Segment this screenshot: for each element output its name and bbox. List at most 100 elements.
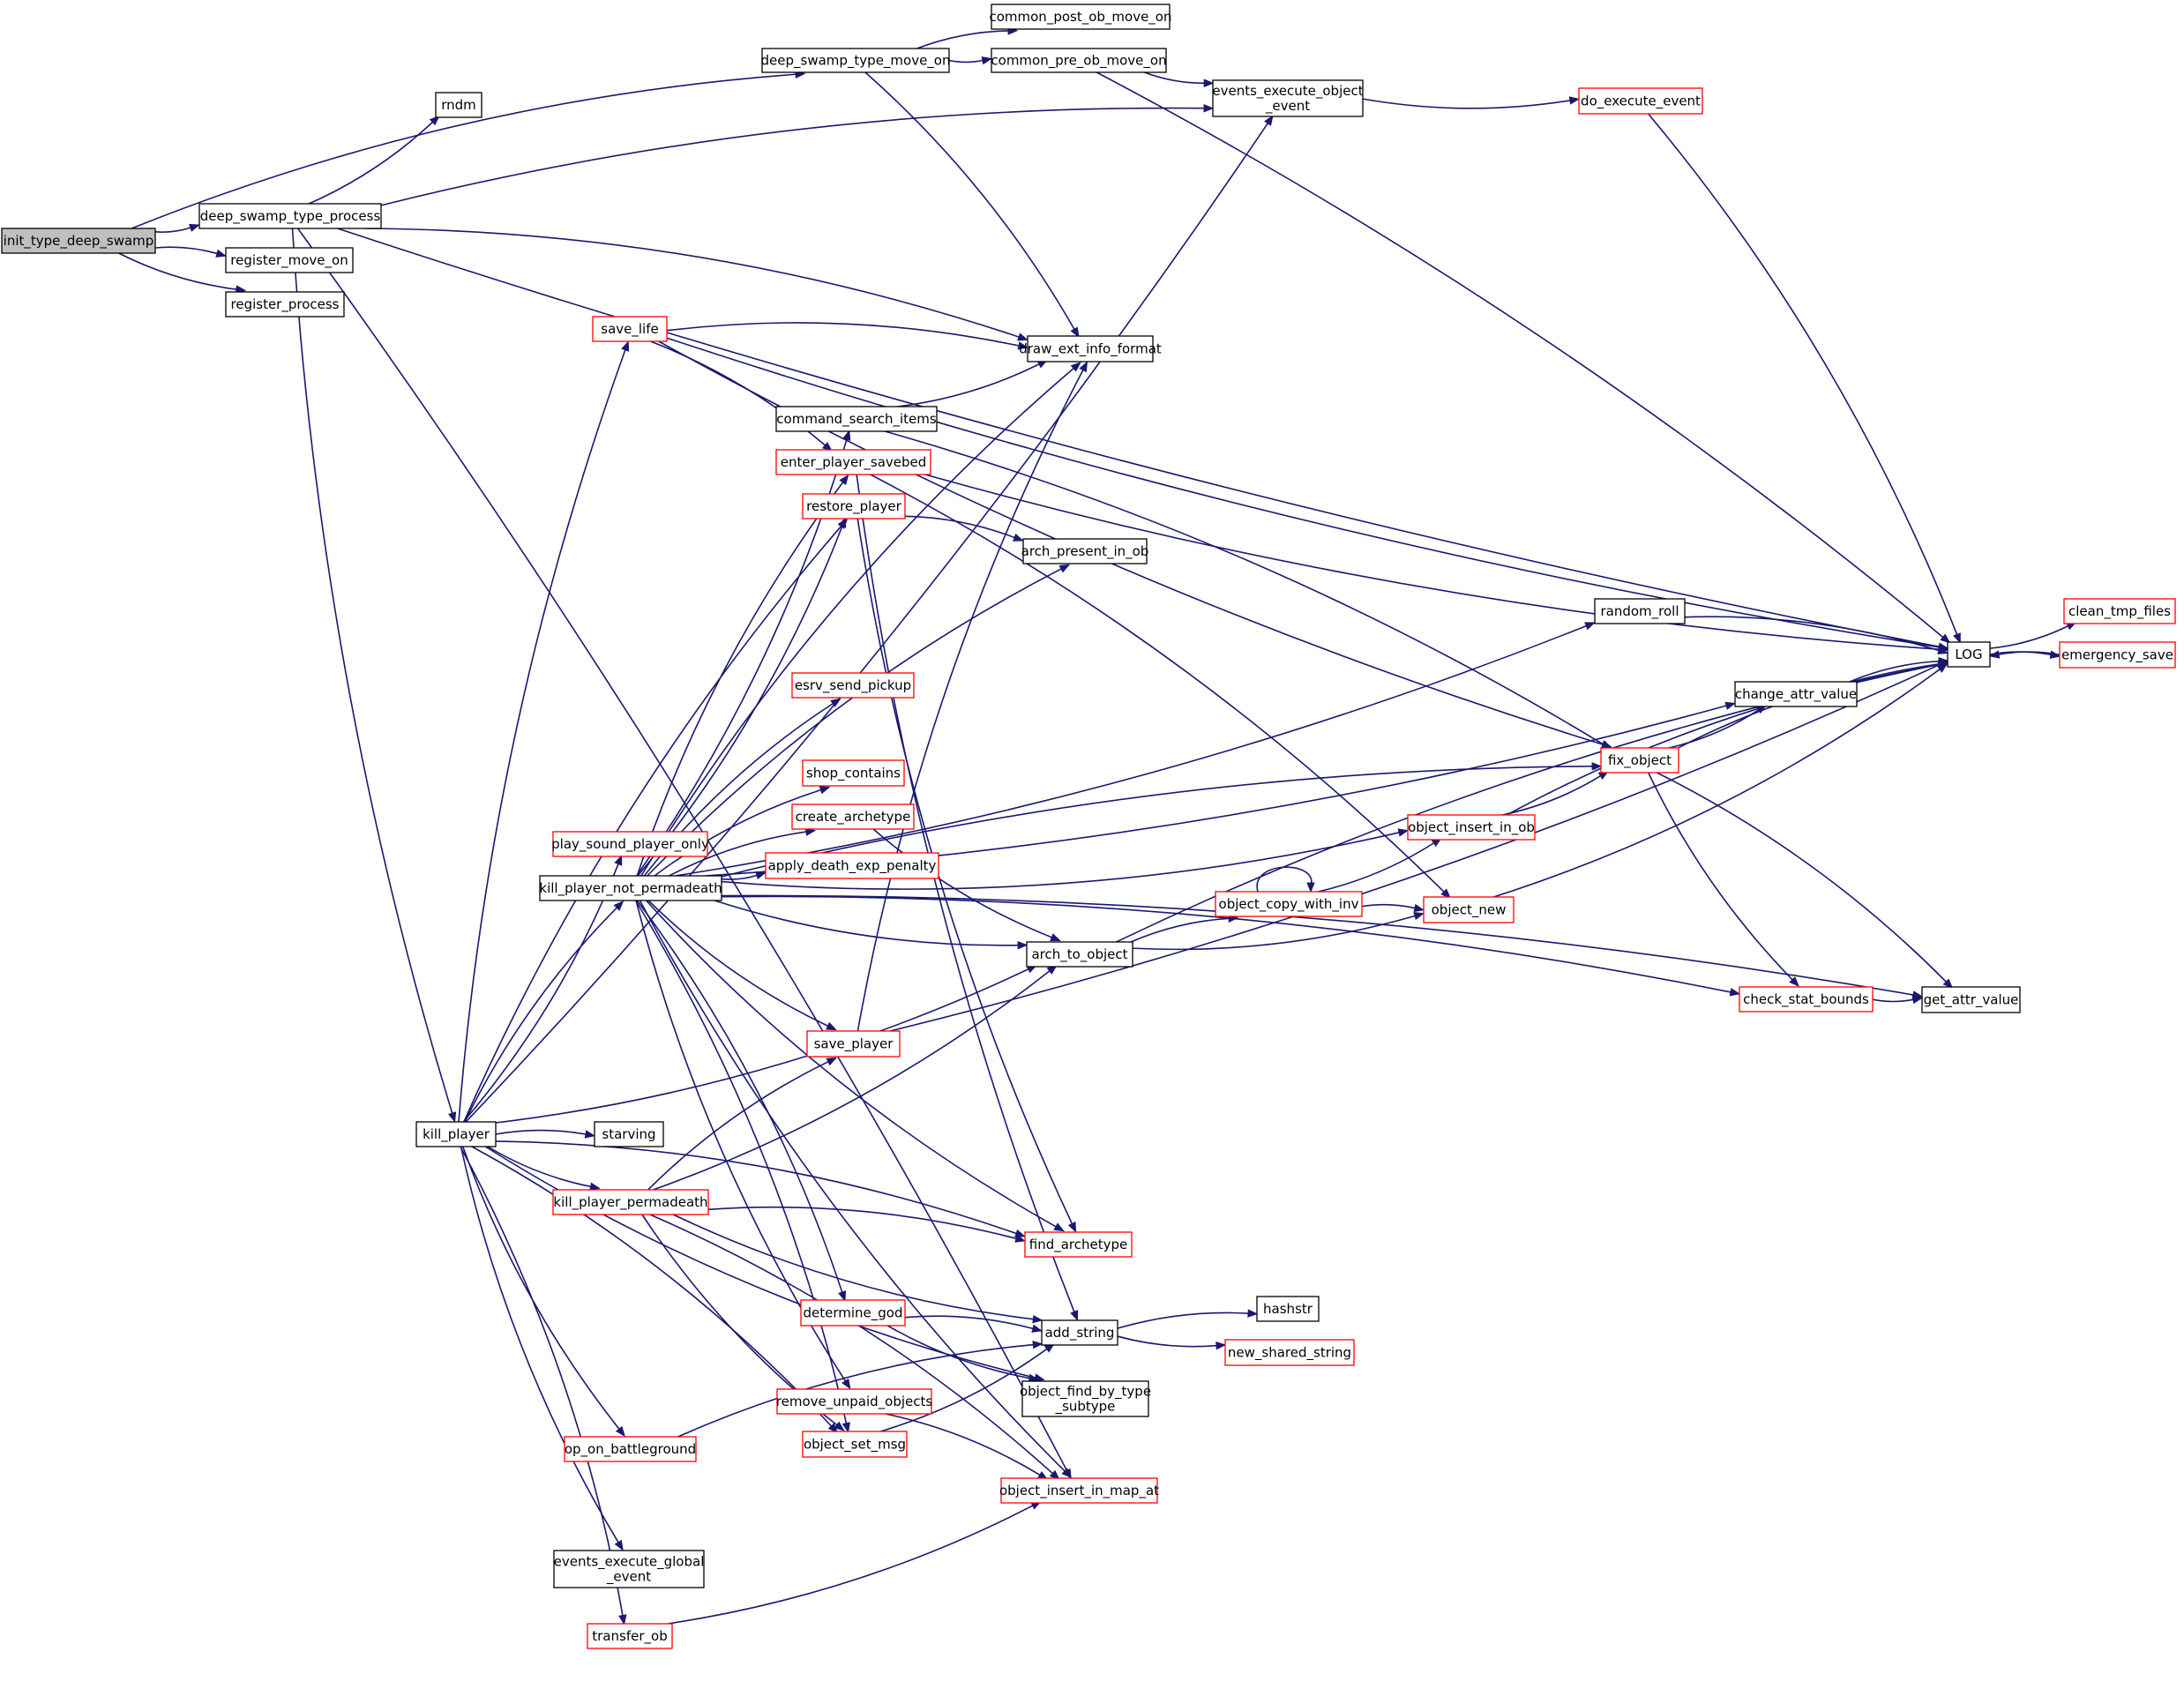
node-draw_ext_info_format[interactable]: draw_ext_info_format xyxy=(1019,335,1162,362)
node-box[interactable] xyxy=(765,852,939,879)
node-save_player[interactable]: save_player xyxy=(806,1030,901,1058)
node-play_sound_player_only[interactable]: play_sound_player_only xyxy=(551,831,709,857)
node-deep_swamp_type_move_on[interactable]: deep_swamp_type_move_on xyxy=(761,48,951,73)
node-box[interactable] xyxy=(1027,335,1154,362)
node-box[interactable] xyxy=(1947,641,1991,668)
node-box[interactable] xyxy=(1026,941,1133,968)
node-apply_death_exp_penalty[interactable]: apply_death_exp_penalty xyxy=(765,852,939,879)
node-check_stat_bounds[interactable]: check_stat_bounds xyxy=(1739,986,1874,1013)
node-box[interactable] xyxy=(791,672,915,699)
node-events_execute_global_event[interactable]: events_execute_global_event xyxy=(553,1550,705,1588)
node-box[interactable] xyxy=(552,831,708,857)
node-box[interactable] xyxy=(1423,896,1515,923)
node-deep_swamp_type_process[interactable]: deep_swamp_type_process xyxy=(198,203,382,229)
node-box[interactable] xyxy=(776,1388,932,1415)
node-box[interactable] xyxy=(539,875,722,901)
node-get_attr_value[interactable]: get_attr_value xyxy=(1921,986,2021,1013)
node-box[interactable] xyxy=(435,92,482,118)
node-box[interactable] xyxy=(802,1431,908,1458)
node-box[interactable] xyxy=(991,4,1171,30)
node-box[interactable] xyxy=(415,1121,497,1147)
node-rndm[interactable]: rndm xyxy=(435,92,482,118)
node-find_archetype[interactable]: find_archetype xyxy=(1024,1231,1133,1258)
node-emergency_save[interactable]: emergency_save xyxy=(2059,641,2176,669)
node-register_process[interactable]: register_process xyxy=(225,291,345,318)
node-object_set_msg[interactable]: object_set_msg xyxy=(802,1431,908,1458)
node-box[interactable] xyxy=(1041,1319,1118,1346)
node-box[interactable] xyxy=(1000,1477,1158,1504)
node-box[interactable] xyxy=(553,1550,705,1588)
node-box[interactable] xyxy=(775,449,931,475)
node-box[interactable] xyxy=(225,247,354,273)
node-object_insert_in_map_at[interactable]: object_insert_in_map_at xyxy=(999,1477,1159,1504)
node-box[interactable] xyxy=(552,1189,709,1215)
node-arch_to_object[interactable]: arch_to_object xyxy=(1026,941,1133,968)
node-box[interactable] xyxy=(1739,986,1874,1013)
node-command_search_items[interactable]: command_search_items xyxy=(775,406,938,432)
node-transfer_ob[interactable]: transfer_ob xyxy=(587,1623,673,1649)
node-box[interactable] xyxy=(1600,747,1679,774)
node-create_archetype[interactable]: create_archetype xyxy=(791,803,915,830)
node-do_execute_event[interactable]: do_execute_event xyxy=(1578,87,1703,115)
node-add_string[interactable]: add_string xyxy=(1041,1319,1118,1346)
node-LOG[interactable]: LOG xyxy=(1947,641,1991,668)
node-shop_contains[interactable]: shop_contains xyxy=(802,759,905,787)
node-box[interactable] xyxy=(1,228,156,254)
node-box[interactable] xyxy=(800,1299,906,1327)
node-box[interactable] xyxy=(2063,598,2176,624)
node-box[interactable] xyxy=(991,48,1167,73)
node-events_execute_object_event[interactable]: events_execute_object_event xyxy=(1212,79,1364,117)
node-common_pre_ob_move_on[interactable]: common_pre_ob_move_on xyxy=(991,48,1167,73)
node-hashstr[interactable]: hashstr xyxy=(1256,1296,1320,1322)
node-box[interactable] xyxy=(1212,79,1364,117)
node-box[interactable] xyxy=(594,1121,664,1147)
node-remove_unpaid_objects[interactable]: remove_unpaid_objects xyxy=(776,1388,933,1415)
node-box[interactable] xyxy=(587,1623,673,1649)
node-arch_present_in_ob[interactable]: arch_present_in_ob xyxy=(1021,538,1149,564)
node-starving[interactable]: starving xyxy=(594,1121,664,1147)
node-kill_player[interactable]: kill_player xyxy=(415,1121,497,1147)
node-box[interactable] xyxy=(1921,986,2021,1013)
node-box[interactable] xyxy=(775,406,938,432)
node-kill_player_not_permadeath[interactable]: kill_player_not_permadeath xyxy=(539,875,722,901)
node-restore_player[interactable]: restore_player xyxy=(802,493,906,519)
node-box[interactable] xyxy=(1256,1296,1320,1322)
node-determine_god[interactable]: determine_god xyxy=(800,1299,906,1327)
node-box[interactable] xyxy=(1594,598,1686,624)
node-box[interactable] xyxy=(802,493,906,519)
node-object_insert_in_ob[interactable]: object_insert_in_ob xyxy=(1407,814,1536,841)
node-register_move_on[interactable]: register_move_on xyxy=(225,247,354,273)
node-save_life[interactable]: save_life xyxy=(592,316,668,342)
node-box[interactable] xyxy=(225,291,345,318)
node-enter_player_savebed[interactable]: enter_player_savebed xyxy=(775,449,931,475)
node-box[interactable] xyxy=(1734,681,1858,707)
node-change_attr_value[interactable]: change_attr_value xyxy=(1734,681,1858,707)
node-box[interactable] xyxy=(1407,814,1536,841)
node-new_shared_string[interactable]: new_shared_string xyxy=(1224,1339,1355,1366)
node-box[interactable] xyxy=(592,316,668,342)
node-fix_object[interactable]: fix_object xyxy=(1600,747,1679,774)
node-box[interactable] xyxy=(806,1030,901,1058)
node-kill_player_permadeath[interactable]: kill_player_permadeath xyxy=(552,1189,709,1215)
node-box[interactable] xyxy=(1021,1380,1149,1417)
node-box[interactable] xyxy=(1215,891,1363,917)
node-object_find_by_type_subtype[interactable]: object_find_by_type_subtype xyxy=(1020,1380,1151,1417)
node-clean_tmp_files[interactable]: clean_tmp_files xyxy=(2063,598,2176,624)
node-box[interactable] xyxy=(802,759,905,787)
node-box[interactable] xyxy=(2059,641,2176,669)
node-esrv_send_pickup[interactable]: esrv_send_pickup xyxy=(791,672,915,699)
node-box[interactable] xyxy=(1024,1231,1133,1258)
node-box[interactable] xyxy=(1224,1339,1355,1366)
node-random_roll[interactable]: random_roll xyxy=(1594,598,1686,624)
node-box[interactable] xyxy=(198,203,382,229)
node-box[interactable] xyxy=(761,48,950,73)
node-object_copy_with_inv[interactable]: object_copy_with_inv xyxy=(1215,891,1363,917)
node-object_new[interactable]: object_new xyxy=(1423,896,1515,923)
node-common_post_ob_move_on[interactable]: common_post_ob_move_on xyxy=(989,4,1172,30)
node-box[interactable] xyxy=(1022,538,1148,564)
node-init_type_deep_swamp[interactable]: init_type_deep_swamp xyxy=(1,228,156,254)
node-op_on_battleground[interactable]: op_on_battleground xyxy=(564,1436,697,1462)
node-box[interactable] xyxy=(564,1436,697,1462)
node-box[interactable] xyxy=(791,803,915,830)
node-box[interactable] xyxy=(1578,87,1703,115)
